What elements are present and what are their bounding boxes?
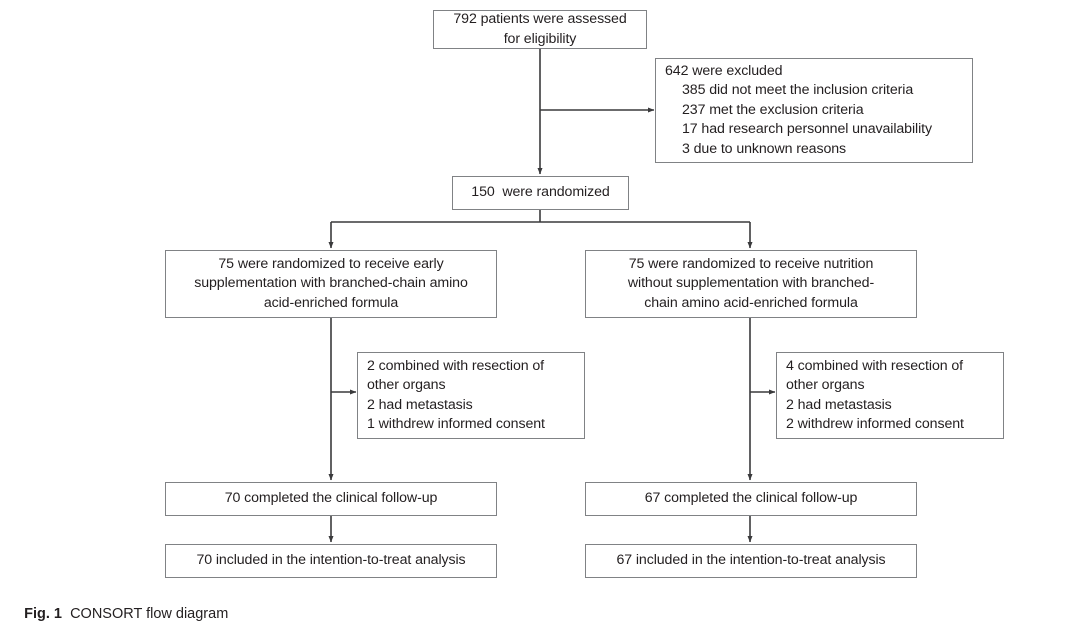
node-right-attrition-line-1: 4 combined with resection of [786, 357, 964, 374]
node-left-attrition: 2 combined with resection of other organ… [357, 352, 585, 439]
node-assessed-line-2: for eligibility [503, 30, 577, 47]
node-right-allocation: 75 were randomized to receive nutrition … [585, 250, 917, 318]
consort-flow-diagram: 792 patients were assessed for eligibili… [24, 10, 1004, 622]
node-excluded-line-2: 385 did not meet the inclusion criteria [682, 82, 914, 99]
node-excluded-line-3: 237 met the exclusion criteria [682, 101, 864, 118]
node-right-itt-analysis: 67 included in the intention-to-treat an… [585, 544, 917, 578]
node-right-attrition: 4 combined with resection of other organ… [776, 352, 1004, 439]
node-left-attrition-line-1: 2 combined with resection of [367, 357, 545, 374]
node-left-itt-analysis: 70 included in the intention-to-treat an… [165, 544, 497, 578]
node-right-itt-line-1: 67 included in the intention-to-treat an… [616, 552, 886, 569]
node-right-allocation-line-3: chain amino acid-enriched formula [644, 294, 858, 311]
node-left-attrition-line-4: 1 withdrew informed consent [367, 416, 545, 432]
node-left-allocation: 75 were randomized to receive early supp… [165, 250, 497, 318]
node-left-attrition-line-3: 2 had metastasis [367, 396, 473, 413]
node-left-followup-line-1: 70 completed the clinical follow-up [224, 490, 438, 507]
node-randomized-line-1: 150 were randomized [471, 184, 610, 201]
node-right-followup: 67 completed the clinical follow-up [585, 482, 917, 516]
node-right-attrition-line-2: other organs [786, 377, 865, 393]
node-right-attrition-line-3: 2 had metastasis [786, 396, 892, 413]
node-excluded: 642 were excluded 385 did not meet the i… [655, 58, 973, 163]
node-right-followup-line-1: 67 completed the clinical follow-up [644, 490, 858, 507]
node-left-allocation-line-1: 75 were randomized to receive early [218, 255, 444, 272]
figure-caption-gap [62, 606, 70, 622]
node-left-itt-line-1: 70 included in the intention-to-treat an… [196, 552, 466, 569]
node-assessed-for-eligibility: 792 patients were assessed for eligibili… [433, 10, 647, 49]
node-left-attrition-line-2: other organs [367, 377, 446, 393]
node-left-allocation-line-2: supplementation with branched-chain amin… [194, 275, 468, 292]
node-assessed-line-1: 792 patients were assessed [453, 11, 627, 27]
node-right-allocation-line-1: 75 were randomized to receive nutrition [628, 255, 874, 272]
node-excluded-line-1: 642 were excluded [665, 62, 783, 79]
node-right-allocation-line-2: without supplementation with branched- [627, 275, 875, 292]
figure-caption-text: CONSORT flow diagram [70, 606, 229, 622]
node-excluded-line-5: 3 due to unknown reasons [682, 140, 847, 157]
node-left-followup: 70 completed the clinical follow-up [165, 482, 497, 516]
node-right-attrition-line-4: 2 withdrew informed consent [786, 416, 964, 432]
figure-caption: Fig. 1 CONSORT flow diagram [8, 590, 228, 638]
node-randomized: 150 were randomized [452, 176, 629, 210]
node-excluded-line-4: 17 had research personnel unavailability [682, 121, 932, 138]
node-left-allocation-line-3: acid-enriched formula [263, 294, 399, 311]
figure-caption-label: Fig. 1 [24, 606, 62, 622]
